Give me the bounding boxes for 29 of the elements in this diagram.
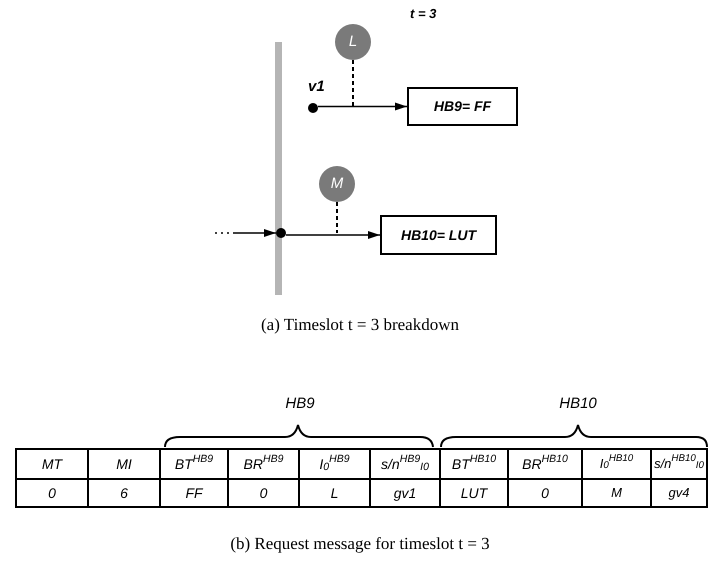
value-cell: M (581, 480, 650, 506)
value-cell: gv1 (369, 480, 439, 506)
header-cell-text: MT (40, 454, 64, 474)
header-cell: BR$^{HB9}$ (227, 450, 298, 478)
block-box: HB9= FF (407, 87, 518, 126)
block-box: HB10= LUT (380, 215, 497, 255)
arrow (215, 229, 276, 237)
dashed-connector (352, 60, 354, 108)
value-cell: FF (159, 480, 227, 506)
value-cell-text: 0 (47, 484, 57, 502)
header-cell: BR$^{HB10}$ (507, 450, 581, 478)
value-cell: 0 (227, 480, 298, 506)
header-cell: BT$^{HB9}$ (159, 450, 227, 478)
node-label: v1 (308, 79, 325, 94)
value-cell: 6 (87, 480, 159, 506)
value-cell: gv4 (650, 480, 706, 506)
arrow (286, 231, 380, 239)
value-cell: LUT (439, 480, 507, 506)
arrow (318, 102, 407, 110)
dashed-connector (336, 202, 338, 233)
figure-caption: (b) Request message for timeslot t = 3 (229, 533, 491, 555)
header-cell: MI (87, 450, 159, 478)
time-label: t = 3 (410, 5, 436, 23)
group-label: HB10 (558, 394, 598, 414)
value-cell: 0 (507, 480, 581, 506)
value-cell: L (298, 480, 369, 506)
group-label: HB9 (284, 394, 316, 414)
header-cell: BT$^{HB10}$ (439, 450, 507, 478)
subfigure-caption: (a) Timeslot t = 3 breakdown (260, 314, 460, 336)
